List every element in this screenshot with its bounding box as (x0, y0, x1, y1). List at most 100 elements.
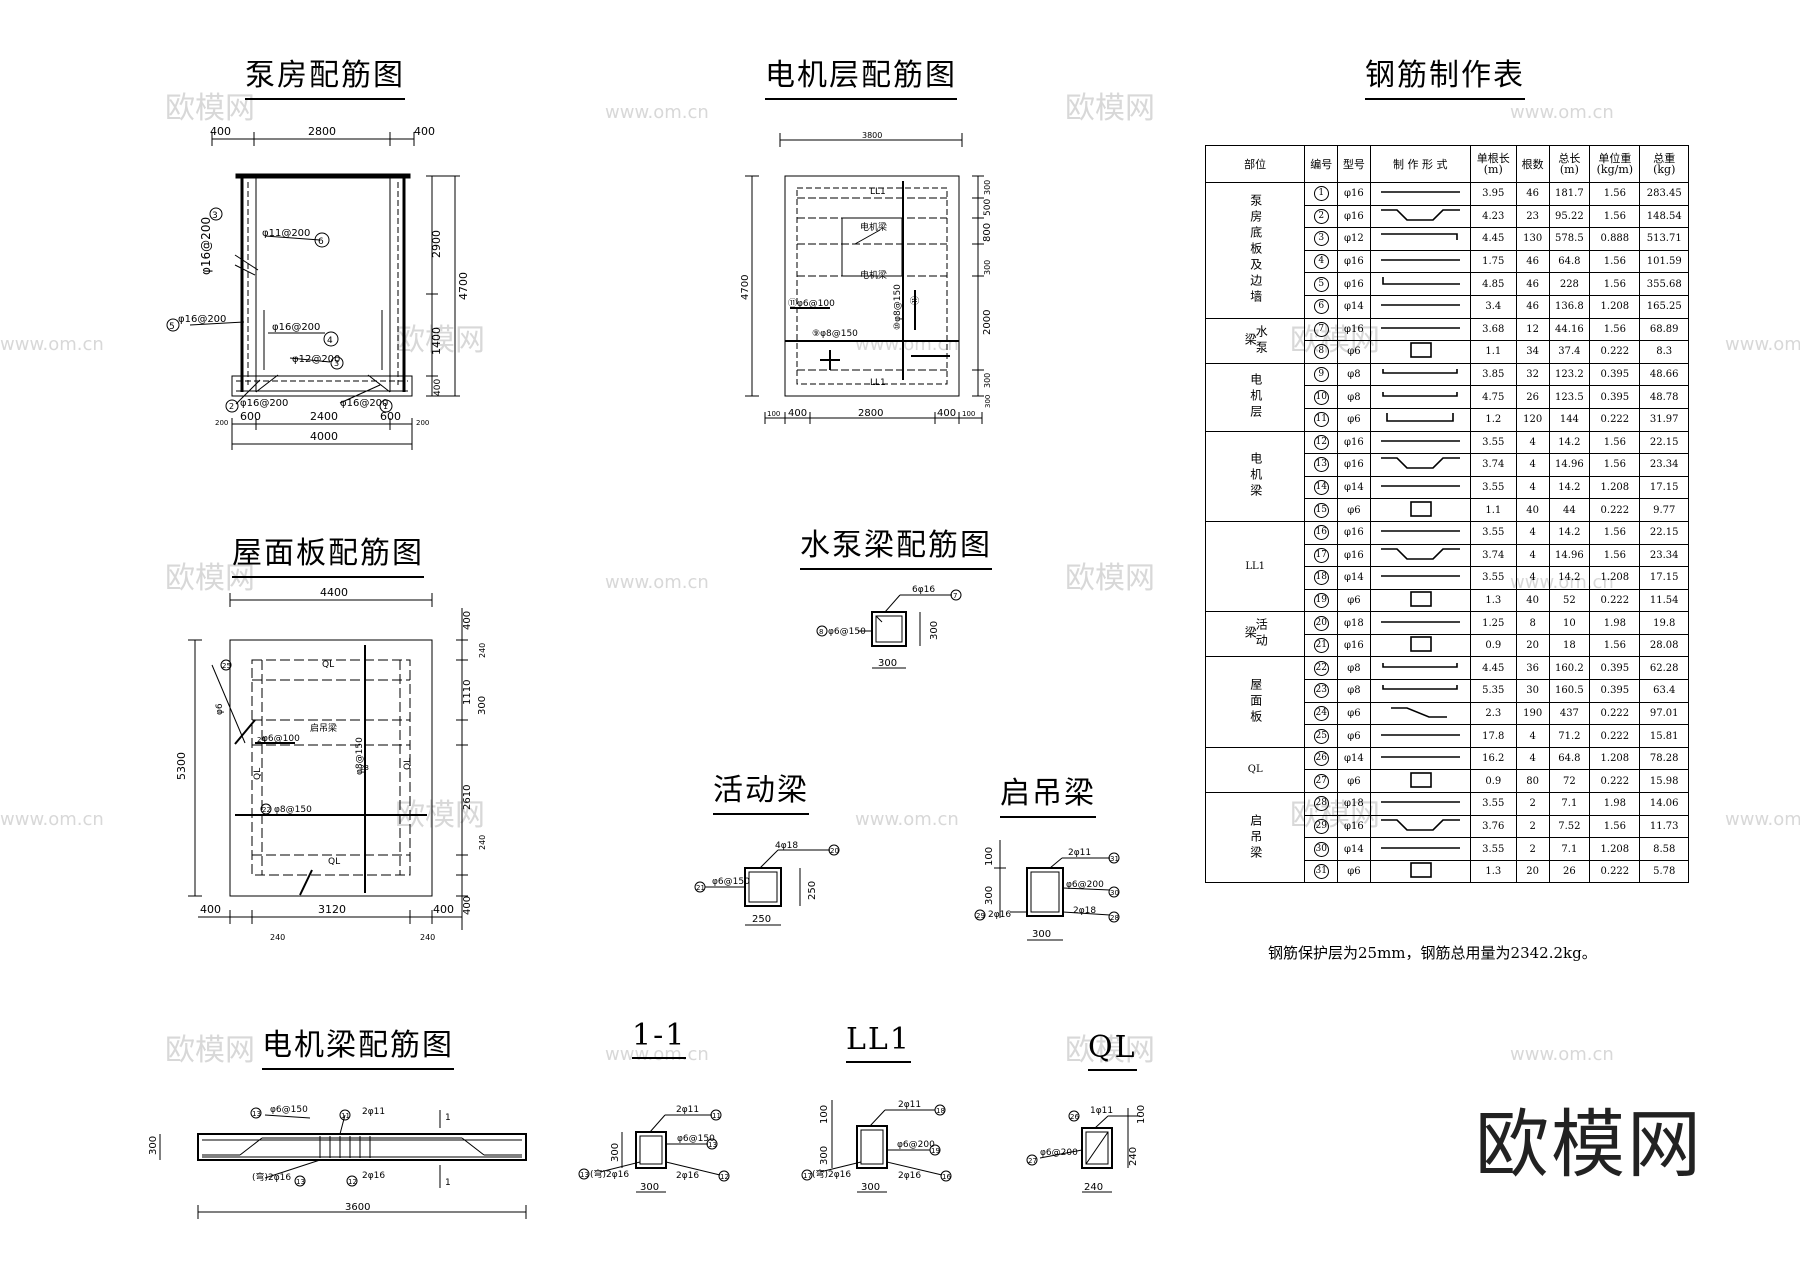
rebar-shape-icon (1409, 500, 1432, 517)
table-part-cell: QL (1204, 746, 1306, 794)
rebar-table-header: 部位编号型号制 作 形 式单根长(m)根数总长(m)单位重(kg/m)总重(kg… (1204, 145, 1689, 183)
table-shape-cell (1369, 475, 1471, 500)
table-weight-cell: 23.34 (1639, 453, 1689, 477)
ph-label-6: φ11@200 (262, 228, 310, 239)
table-shape-cell (1369, 340, 1471, 364)
table-qty-cell: 4 (1515, 746, 1550, 771)
lb-dim-w: 300 (1032, 929, 1051, 940)
table-shape-cell (1369, 859, 1471, 884)
rebar-number-badge: 29 (1313, 818, 1329, 834)
lb-label-bot2: 2φ18 (1073, 906, 1096, 916)
rebar-number-badge: 8 (1313, 344, 1329, 360)
rebar-number-badge: 6 (1313, 299, 1329, 315)
table-weight-cell: 62.28 (1639, 656, 1689, 681)
rebar-shape-icon (1381, 276, 1460, 285)
ll1-label-top: 2φ11 (898, 1100, 921, 1110)
table-total-cell: 123.5 (1548, 385, 1591, 409)
watermark-18: 欧模网 (165, 1033, 255, 1068)
ph-label-5: φ16@200 (178, 314, 226, 325)
table-no-cell: 26 (1304, 746, 1339, 771)
table-unit-weight-cell: 1.208 (1589, 475, 1641, 500)
table-length-cell: 3.85 (1469, 362, 1517, 387)
lb-m-30: 30 (1110, 889, 1119, 897)
ph-m-5: 5 (169, 322, 175, 332)
table-qty-cell: 12 (1515, 317, 1550, 342)
mf-dim-r6: 300 (983, 373, 992, 388)
table-unit-weight-cell: 1.56 (1589, 814, 1641, 839)
table-length-cell: 3.55 (1469, 430, 1517, 455)
mf-dim-top: 3800 (862, 131, 882, 140)
roof-slab-drawing: 4400 5300 400 240 1110 300 2610 240 400 … (175, 586, 488, 942)
rs-dim-r7: 400 (462, 896, 473, 915)
rebar-number-badge: 11 (1313, 412, 1329, 428)
ql-label-stirrup: φ6@200 (1040, 1148, 1078, 1158)
table-weight-cell: 5.78 (1639, 859, 1689, 884)
table-no-cell: 15 (1304, 498, 1339, 522)
table-qty-cell: 190 (1515, 701, 1550, 726)
rs-label-ql-bottom: QL (328, 857, 340, 867)
table-part-cell: LL1 (1204, 520, 1306, 613)
table-shape-cell (1369, 679, 1471, 703)
table-no-cell: 18 (1304, 566, 1339, 590)
table-no-cell: 13 (1304, 453, 1339, 477)
table-qty-cell: 2 (1515, 837, 1550, 861)
rebar-shape-icon (1380, 440, 1460, 442)
lb-dim-h2: 300 (984, 886, 995, 905)
table-shape-cell (1369, 385, 1471, 409)
table-qty-cell: 4 (1515, 430, 1550, 455)
mb-m-st: 21 (696, 884, 705, 892)
table-total-cell: 18 (1548, 633, 1591, 658)
table-no-cell: 17 (1304, 543, 1339, 568)
rebar-number-badge: 22 (1313, 660, 1329, 676)
watermark-15: www.om.cn (855, 809, 959, 830)
table-total-cell: 14.2 (1548, 566, 1591, 590)
table-type-cell: φ6 (1337, 769, 1371, 794)
lb-label-top: 2φ11 (1068, 848, 1091, 858)
mbe-dim-h: 300 (148, 1136, 159, 1155)
s11-label-bot: 2φ16 (676, 1171, 699, 1181)
watermark-21: www.om.cn (1510, 1044, 1614, 1065)
table-weight-cell: 355.68 (1639, 272, 1689, 296)
table-weight-cell: 17.15 (1639, 566, 1689, 590)
table-part-cell: 启吊梁 (1204, 792, 1306, 884)
table-shape-cell (1369, 227, 1471, 251)
table-length-cell: 16.2 (1469, 746, 1517, 771)
table-unit-weight-cell: 1.56 (1589, 543, 1641, 568)
rs-dim-b5: 240 (420, 933, 435, 942)
mf-dim-r2: 500 (983, 199, 993, 216)
rebar-shape-icon (1381, 662, 1458, 668)
table-weight-cell: 48.78 (1639, 385, 1689, 409)
table-length-cell: 17.8 (1469, 724, 1517, 748)
table-total-cell: 37.4 (1548, 340, 1591, 364)
rebar-number-badge: 27 (1313, 773, 1329, 789)
table-shape-cell (1369, 724, 1471, 748)
ll1-m-3: 17 (803, 1172, 812, 1180)
rebar-number-badge: 4 (1313, 254, 1329, 270)
rebar-number-badge: 26 (1313, 751, 1329, 767)
ph-m-3a: 3 (212, 211, 218, 221)
table-length-cell: 0.9 (1469, 769, 1517, 794)
table-unit-weight-cell: 1.56 (1589, 317, 1641, 342)
rebar-shape-icon (1390, 707, 1447, 718)
mf-dim-r3: 800 (982, 223, 993, 242)
table-no-cell: 19 (1304, 588, 1339, 613)
movable-beam-title: 活动梁 (713, 765, 809, 815)
table-part-cell: 屋面板 (1204, 656, 1306, 748)
pump-house-marker-3-top (209, 207, 223, 221)
table-length-cell: 3.55 (1469, 566, 1517, 590)
pump-house-marker-6 (314, 232, 330, 248)
watermark-6: www.om.cn (855, 334, 959, 355)
table-shape-cell (1369, 746, 1471, 771)
pump-house-title: 泵房配筋图 (245, 50, 405, 100)
lb-label-stirrup: φ6@200 (1066, 880, 1104, 890)
table-header-cell: 型号 (1337, 145, 1371, 183)
mf-dim-b2: 400 (788, 408, 807, 419)
pump-beam-title: 水泵梁配筋图 (800, 520, 992, 570)
table-no-cell: 8 (1304, 340, 1339, 364)
